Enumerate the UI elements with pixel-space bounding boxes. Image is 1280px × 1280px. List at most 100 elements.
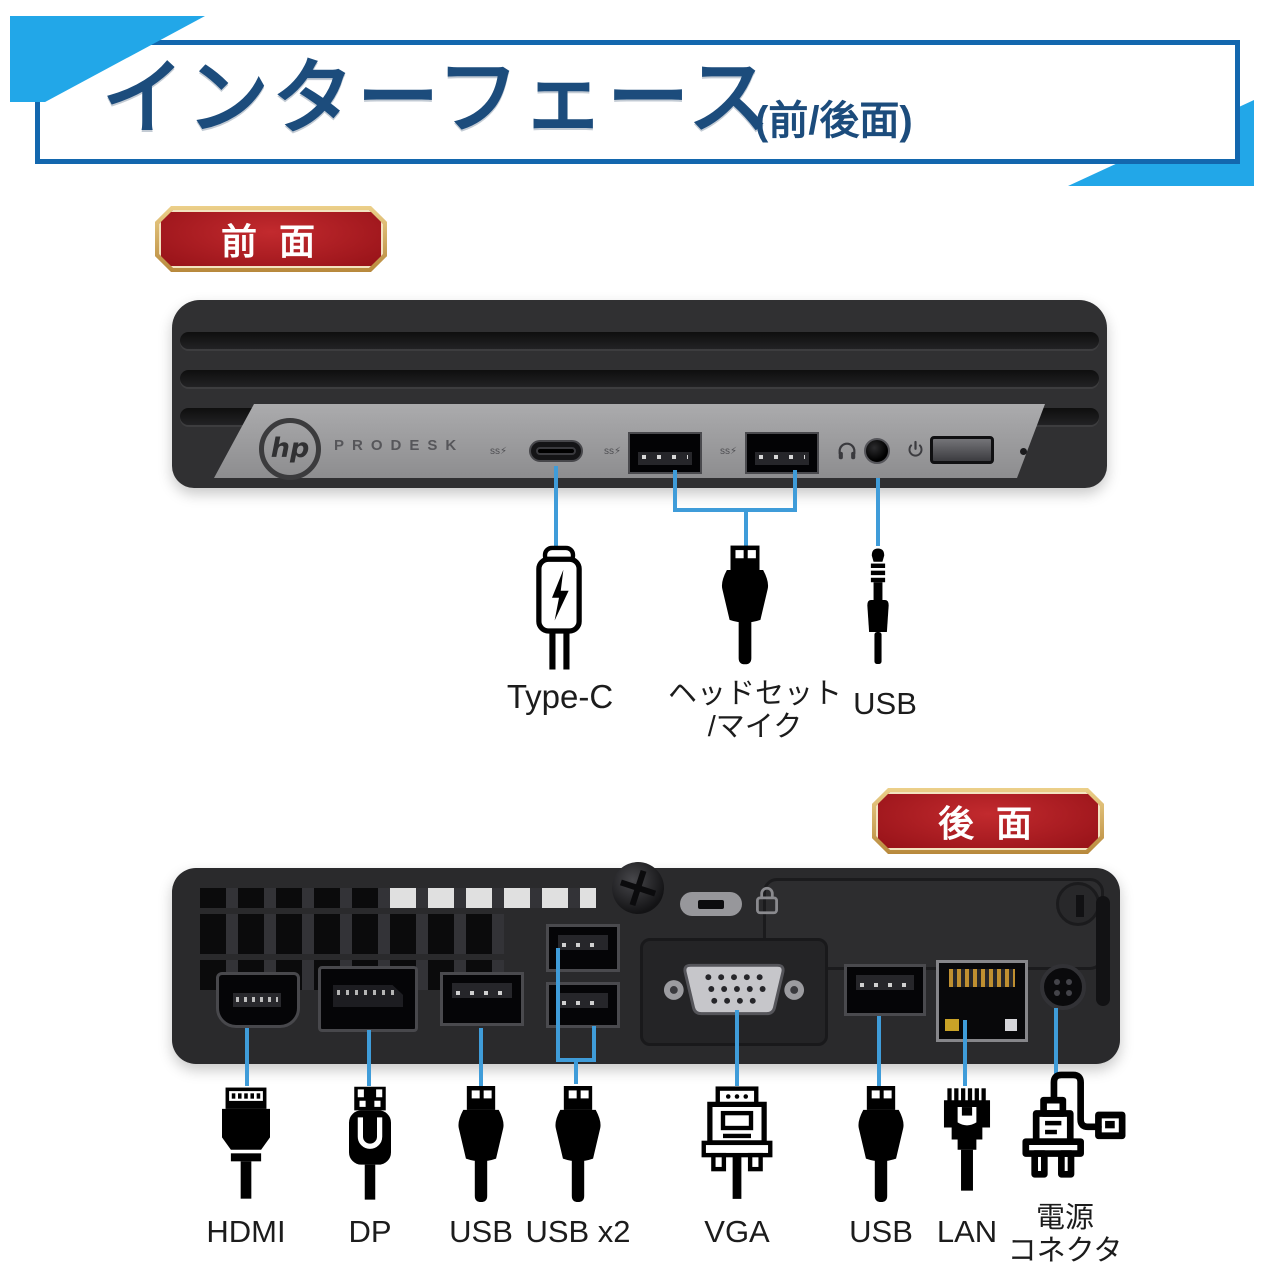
usb-speed-mark: ss⚡ (720, 446, 738, 457)
kensington-slot-hole (698, 900, 724, 909)
port-label-vga: VGA (704, 1214, 770, 1249)
callout-bracket (673, 508, 797, 512)
page-title: インターフェース (102, 53, 773, 144)
displayport-port (318, 966, 418, 1032)
usb-tongue (452, 983, 512, 998)
lan-led-right (1005, 1019, 1017, 1031)
dp-slot (333, 985, 403, 1007)
lan-led-left (945, 1019, 959, 1031)
header-box (35, 40, 1240, 164)
usb-plug-icon (721, 545, 769, 665)
callout-line (877, 1016, 881, 1086)
callout-line (1054, 1008, 1058, 1076)
callout-line (245, 1028, 249, 1086)
callout-line (793, 470, 797, 510)
port-label-power: 電源 コネクタ (995, 1202, 1135, 1269)
usb-speed-mark: ss⚡ (490, 446, 508, 457)
port-label-usb-back1: USB (449, 1214, 513, 1249)
model-name-text: PRODESK (334, 437, 465, 454)
usb-pins (759, 455, 805, 459)
callout-line (673, 470, 677, 510)
hdmi-slot (233, 993, 281, 1007)
callout-line (479, 1028, 483, 1086)
callout-line (556, 948, 560, 1060)
front-view-photo: hp PRODESK ss⚡ ss⚡ ss⚡ (172, 300, 1107, 488)
case-latch (1096, 896, 1110, 1006)
usb-tongue (558, 993, 608, 1008)
usb-plug-icon (458, 1086, 504, 1203)
callout-line (367, 1030, 371, 1086)
usb-tongue (755, 452, 809, 465)
status-led (1020, 448, 1027, 455)
type-c-port-slot (536, 447, 576, 455)
port-label-lan: LAN (936, 1214, 998, 1249)
headphone-icon (838, 442, 856, 460)
lan-plug-icon (943, 1088, 991, 1191)
vga-plug-icon (701, 1086, 773, 1199)
callout-line (744, 510, 748, 546)
hdmi-plug-icon (222, 1087, 270, 1199)
screw-icon (612, 862, 664, 914)
power-plug-icon (1022, 1071, 1126, 1178)
port-label-power-line2: コネクタ (1007, 1235, 1123, 1268)
kensington-lock-slot (680, 892, 742, 916)
usb-pins (562, 943, 604, 947)
callout-line (735, 1010, 739, 1086)
back-badge-plate: 後 面 (876, 792, 1100, 850)
back-badge-label: 後 面 (937, 803, 1038, 844)
hdmi-pins (236, 997, 278, 1002)
power-symbol-icon (908, 440, 923, 457)
vent-row (200, 914, 504, 954)
thumbscrew-slot (1076, 895, 1084, 917)
usb-plug-icon (858, 1086, 904, 1203)
port-label-headset-line2: /マイク (707, 711, 803, 744)
power-button (930, 436, 994, 464)
port-label-typec: Type-C (506, 678, 614, 715)
usb-tongue (856, 975, 914, 990)
usb-a-port-front-2 (745, 432, 819, 474)
front-badge-plate: 前 面 (159, 210, 383, 268)
usb-pins (642, 455, 688, 459)
back-view-photo (172, 862, 1120, 1064)
usb-a-port-front-1 (628, 432, 702, 474)
hdmi-port (216, 972, 300, 1028)
usb-tongue (638, 452, 692, 465)
port-label-headset: ヘッドセット /マイク (660, 678, 850, 745)
callout-line (876, 478, 880, 546)
callout-line (963, 1020, 967, 1086)
case-groove (180, 370, 1099, 387)
usb-x2-plug-icon (555, 1086, 601, 1203)
type-c-port (529, 440, 583, 462)
power-connector-port (1040, 964, 1086, 1010)
usb-a-port-back-1 (440, 972, 524, 1026)
vent-row-lit (390, 888, 596, 908)
lan-pins (949, 969, 1015, 987)
thumbscrew (1056, 882, 1100, 926)
back-badge: 後 面 (872, 788, 1104, 854)
audio-jack-port (864, 438, 890, 464)
dp-plug-icon (349, 1086, 391, 1200)
usb-pins (860, 983, 910, 987)
callout-line (574, 1060, 578, 1084)
usb-a-port-back-right (844, 964, 926, 1016)
lan-port (936, 960, 1028, 1042)
port-label-usb-front: USB (853, 686, 917, 721)
port-label-dp: DP (348, 1214, 392, 1249)
front-badge-label: 前 面 (220, 221, 321, 262)
case-groove (180, 332, 1099, 349)
usb-pins (562, 1001, 604, 1005)
page-subtitle: (前/後面) (755, 99, 913, 143)
port-label-usbx2: USB x2 (525, 1214, 631, 1249)
usb-speed-mark: ss⚡ (604, 446, 622, 457)
type-c-plug-icon (536, 545, 582, 670)
callout-line (554, 466, 558, 546)
padlock-icon (756, 886, 778, 915)
port-label-hdmi: HDMI (206, 1214, 286, 1249)
usb-pins (456, 991, 508, 995)
usb-tongue (558, 935, 608, 950)
hp-logo: hp (259, 418, 321, 480)
audio-jack-plug-icon (867, 548, 889, 664)
vga-port (663, 963, 805, 1016)
port-label-power-line1: 電源 (1035, 1202, 1094, 1234)
